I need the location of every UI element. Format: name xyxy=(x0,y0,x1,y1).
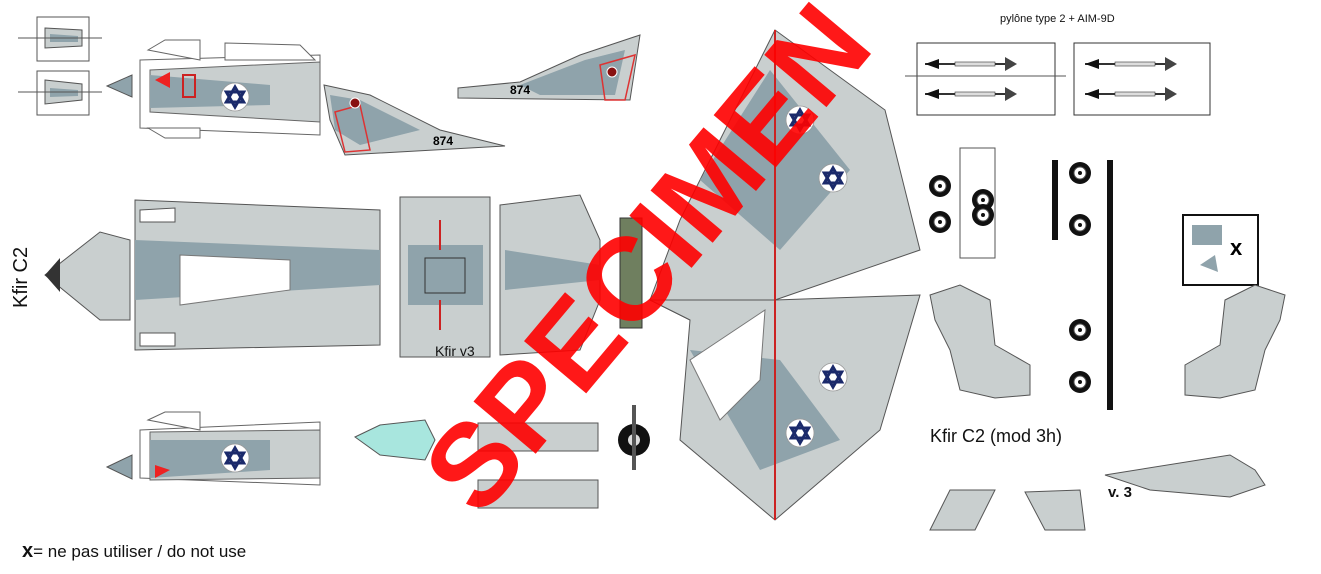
nose-piece-v3 xyxy=(1104,454,1266,498)
wing-assembly xyxy=(649,29,921,521)
tail-number-left: 874 xyxy=(433,134,453,148)
nose-cone-piece xyxy=(105,74,133,98)
tail-fin-right: 874 xyxy=(457,34,641,101)
intake-left xyxy=(929,284,1031,399)
legend-mark: x xyxy=(22,540,34,562)
discard-mark: x xyxy=(1230,235,1243,260)
olive-strip xyxy=(619,217,643,329)
nose-version-caption: v. 3 xyxy=(1108,484,1132,501)
model-caption: Kfir C2 (mod 3h) xyxy=(930,426,1063,446)
landing-gear-parts xyxy=(928,147,1113,410)
upper-fuselage-piece xyxy=(139,39,321,139)
engine-nozzle xyxy=(618,405,650,470)
drop-tank-parts xyxy=(477,422,599,509)
ventral-piece xyxy=(499,194,601,356)
legend-text: = ne pas utiliser / do not use xyxy=(33,542,247,561)
main-fuselage-piece xyxy=(44,199,381,351)
fin-piece-a xyxy=(929,489,996,531)
canopy-piece xyxy=(354,419,436,461)
discard-box: x xyxy=(1182,214,1259,286)
small-part-top-1 xyxy=(18,16,102,62)
side-title: Kfir C2 xyxy=(10,246,32,308)
belly-panel-kfir-v3 xyxy=(399,196,491,358)
legend: x= ne pas utiliser / do not use xyxy=(22,540,246,563)
belly-panel-caption: Kfir v3 xyxy=(435,343,475,359)
lower-fuselage-piece xyxy=(139,411,321,486)
pylon-caption: pylône type 2 + AIM-9D xyxy=(1000,13,1115,25)
pylon-box-left xyxy=(905,42,1066,116)
small-part-top-2 xyxy=(18,70,102,116)
intake-right xyxy=(1184,284,1286,399)
tail-number-right: 874 xyxy=(510,83,530,97)
fin-piece-b xyxy=(1024,489,1086,531)
tail-fin-left: 874 xyxy=(323,84,506,156)
nose-cone-piece-lower xyxy=(105,454,133,480)
pylon-box-right xyxy=(1073,42,1211,116)
